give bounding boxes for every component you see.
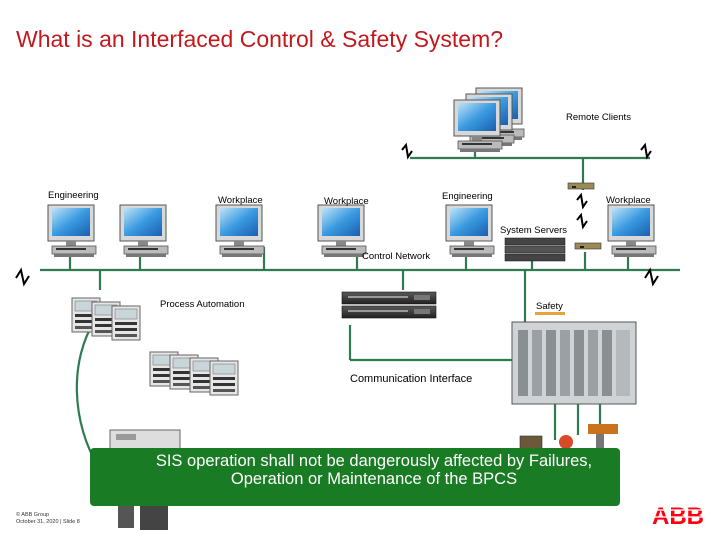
warning-banner: [90, 448, 620, 506]
workplace-workstation-icon: [215, 204, 265, 258]
label-control-network: Control Network: [362, 251, 431, 262]
label-engineering-right: Engineering: [442, 191, 493, 202]
workplace-workstation-icon: [607, 204, 657, 258]
label-system-servers: System Servers: [500, 225, 568, 236]
label-communication-interface: Communication Interface: [350, 373, 473, 385]
label-workplace-1: Workplace: [218, 195, 263, 206]
abb-logo-text: ABB: [652, 503, 704, 528]
label-workplace-2: Workplace: [324, 196, 369, 207]
label-engineering-left: Engineering: [48, 190, 99, 201]
workplace-workstation-icon: [317, 204, 367, 258]
banner-line-1: SIS operation shall not be dangerously a…: [155, 452, 593, 470]
network-lines: [40, 140, 680, 471]
label-process-automation: Process Automation: [160, 299, 245, 310]
process-automation-servers-icon: [341, 291, 437, 319]
controller-rack-icons: [71, 297, 239, 451]
router-icons: [567, 182, 602, 250]
safety-underline: [535, 312, 565, 315]
slide-footer: © ABB Group October 31, 2020 | Slide 8: [16, 512, 80, 526]
banner-line-2: Operation or Maintenance of the BPCS: [230, 470, 518, 488]
label-remote-clients: Remote Clients: [566, 112, 631, 123]
safety-cabinet-icon: [511, 321, 637, 405]
abb-logo: ABB: [652, 503, 708, 528]
footer-copyright: © ABB Group: [16, 512, 50, 518]
label-workplace-right: Workplace: [606, 195, 651, 206]
link-break-marks: [15, 142, 659, 287]
label-safety: Safety: [536, 301, 563, 312]
slide-title: What is an Interfaced Control & Safety S…: [16, 26, 504, 52]
system-servers-icon: [504, 237, 566, 262]
engineering-workstation-icon: [445, 204, 495, 258]
workplace-workstation-icon: [119, 204, 169, 258]
footer-date-slide: October 31, 2020 | Slide 8: [16, 519, 80, 525]
remote-clients-icon: [453, 87, 525, 153]
engineering-workstation-icon: [47, 204, 97, 258]
warning-banner-text: SIS operation shall not be dangerously a…: [124, 452, 624, 488]
